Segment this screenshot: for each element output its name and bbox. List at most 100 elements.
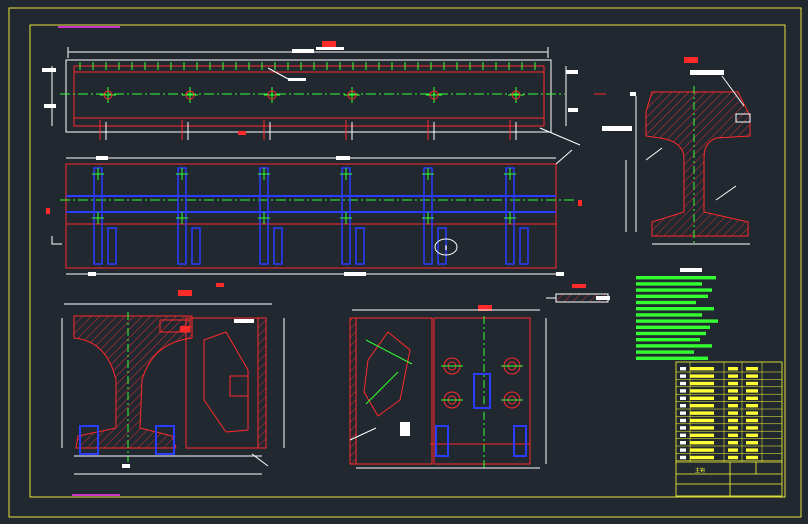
tb-cell-name bbox=[690, 448, 714, 452]
title-block bbox=[675, 361, 783, 497]
section-tag bbox=[322, 41, 336, 47]
tb-cell-qty bbox=[728, 426, 738, 430]
tb-cell-qty bbox=[728, 367, 738, 371]
tb-cell-name bbox=[690, 389, 714, 393]
tb-cell-qty bbox=[728, 441, 738, 445]
bolt-column-lower bbox=[191, 227, 201, 265]
tb-cell-mat bbox=[746, 448, 758, 452]
view-detail-strip bbox=[546, 284, 610, 303]
tb-cell-mat bbox=[746, 396, 758, 400]
tb-cell-name bbox=[690, 367, 714, 371]
tb-cell-name bbox=[690, 455, 714, 460]
tb-cell-qty bbox=[728, 455, 738, 460]
tb-cell-name bbox=[690, 433, 714, 437]
tb-cell-mat bbox=[746, 374, 758, 378]
tb-cell-no bbox=[680, 418, 686, 423]
tb-cell-mat bbox=[746, 433, 758, 437]
title-block-drawing-name: 主钩 bbox=[695, 467, 705, 474]
note-line bbox=[636, 288, 712, 292]
tb-cell-qty bbox=[728, 418, 738, 423]
note-line bbox=[636, 344, 712, 348]
bolt-hole bbox=[511, 90, 521, 100]
title-block-parts-list bbox=[676, 362, 782, 462]
note-line bbox=[636, 307, 714, 311]
bolt-hole bbox=[267, 90, 277, 100]
bolt-hole bbox=[429, 90, 439, 100]
tb-cell-mat bbox=[746, 441, 758, 445]
technical-requirements-notes bbox=[636, 268, 718, 360]
bolt-hole bbox=[347, 90, 357, 100]
tb-cell-name bbox=[690, 441, 714, 445]
view-ibeam-section-large bbox=[61, 290, 285, 475]
tb-cell-qty bbox=[728, 448, 738, 452]
bolt-hole bbox=[185, 90, 195, 100]
note-line bbox=[636, 319, 718, 323]
tb-cell-no bbox=[680, 404, 686, 408]
tb-cell-qty bbox=[728, 404, 738, 408]
note-line bbox=[636, 338, 700, 342]
tb-cell-qty bbox=[728, 433, 738, 437]
view-plan-bolt-columns bbox=[92, 167, 529, 265]
tb-cell-name bbox=[690, 404, 714, 408]
tb-cell-name bbox=[690, 418, 714, 423]
tb-cell-mat bbox=[746, 426, 758, 430]
tb-cell-qty bbox=[728, 411, 738, 415]
note-line bbox=[636, 294, 708, 298]
note-line bbox=[636, 356, 708, 360]
bolt-column-lower bbox=[107, 227, 117, 265]
view-ibeam-section-small bbox=[602, 57, 751, 245]
view-front-bolt-holes bbox=[100, 87, 524, 103]
tb-cell-name bbox=[690, 374, 714, 378]
tb-cell-name bbox=[690, 396, 714, 400]
view-bracket-bolt-holes bbox=[441, 357, 523, 409]
tb-cell-no bbox=[680, 433, 686, 437]
tb-cell-no bbox=[680, 455, 686, 460]
tb-cell-mat bbox=[746, 455, 758, 460]
note-line bbox=[636, 282, 702, 286]
note-line bbox=[636, 300, 696, 305]
tb-cell-no bbox=[680, 441, 686, 445]
sheet-inner-frame bbox=[29, 24, 786, 498]
tb-cell-no bbox=[680, 448, 686, 452]
note-line bbox=[636, 276, 716, 280]
tb-cell-qty bbox=[728, 374, 738, 378]
tb-cell-mat bbox=[746, 418, 758, 423]
view-front-elevation bbox=[42, 41, 606, 146]
tb-cell-mat bbox=[746, 381, 758, 386]
notes-heading bbox=[680, 268, 702, 272]
tb-cell-mat bbox=[746, 404, 758, 408]
note-line bbox=[636, 313, 702, 317]
sheet-outer-frame bbox=[8, 7, 802, 518]
bolt-column-lower bbox=[519, 227, 529, 265]
bolt-column-lower bbox=[273, 227, 283, 265]
view-plan bbox=[46, 149, 582, 287]
bolt-column-lower bbox=[437, 227, 447, 265]
tb-cell-no bbox=[680, 381, 686, 386]
tb-cell-mat bbox=[746, 389, 758, 393]
tb-cell-qty bbox=[728, 389, 738, 393]
tb-cell-mat bbox=[746, 367, 758, 371]
tb-cell-no bbox=[680, 367, 686, 371]
bolt-hole bbox=[103, 90, 113, 100]
tb-cell-name bbox=[690, 381, 714, 386]
note-line bbox=[636, 331, 706, 336]
view-front-tick-marks bbox=[79, 62, 536, 140]
detail-callout-II: Ⅱ bbox=[434, 238, 458, 256]
detail-circle-label: Ⅱ bbox=[445, 245, 448, 252]
tb-cell-name bbox=[690, 411, 714, 415]
tb-cell-no bbox=[680, 396, 686, 400]
tb-cell-no bbox=[680, 389, 686, 393]
note-line bbox=[636, 350, 694, 354]
view-bracket-plate bbox=[349, 305, 547, 470]
note-line bbox=[636, 325, 710, 329]
tb-cell-qty bbox=[728, 381, 738, 386]
tb-cell-no bbox=[680, 426, 686, 430]
tb-cell-no bbox=[680, 411, 686, 415]
tb-cell-name bbox=[690, 426, 714, 430]
tb-cell-mat bbox=[746, 411, 758, 415]
tb-cell-no bbox=[680, 374, 686, 378]
bolt-column-lower bbox=[355, 227, 365, 265]
tb-cell-qty bbox=[728, 396, 738, 400]
dimension-tag bbox=[292, 49, 314, 53]
